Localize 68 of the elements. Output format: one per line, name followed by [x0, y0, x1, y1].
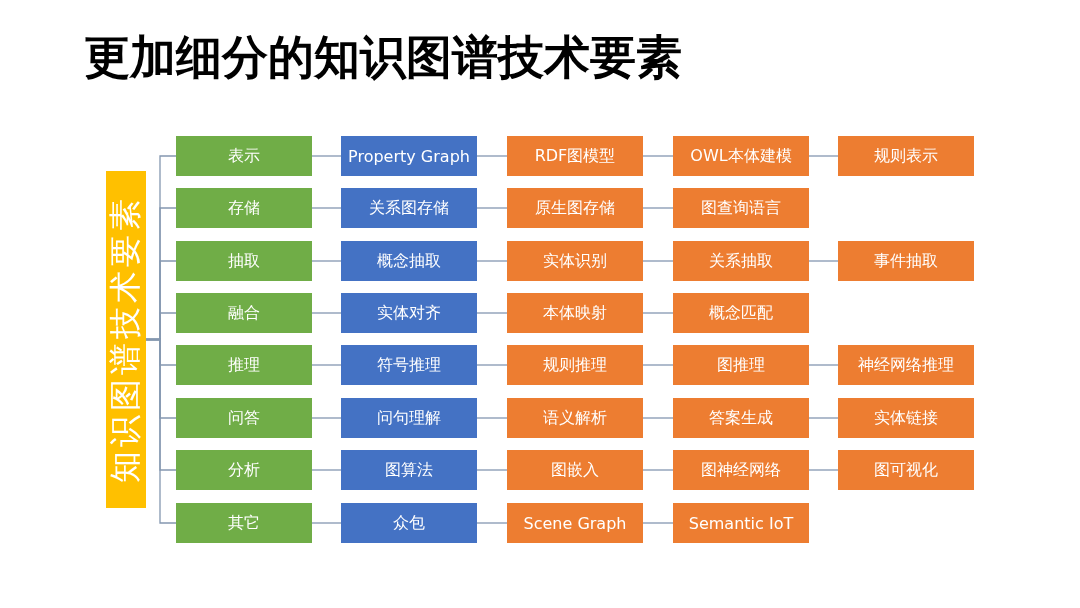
connector-line — [311, 522, 342, 524]
slide-title: 更加细分的知识图谱技术要素 — [84, 30, 682, 86]
technique-box: 原生图存储 — [507, 188, 643, 228]
technique-box: 语义解析 — [507, 398, 643, 438]
method-box: 符号推理 — [341, 345, 477, 385]
technique-box: 规则推理 — [507, 345, 643, 385]
connector-line — [476, 155, 508, 157]
method-box: Property Graph — [341, 136, 477, 176]
technique-box: 图嵌入 — [507, 450, 643, 490]
category-box: 推理 — [176, 345, 312, 385]
connector-line — [311, 312, 342, 314]
connector-line — [642, 260, 674, 262]
technique-box: 规则表示 — [838, 136, 974, 176]
connector-line — [311, 207, 342, 209]
technique-box: 事件抽取 — [838, 241, 974, 281]
technique-box: RDF图模型 — [507, 136, 643, 176]
connector-line — [642, 364, 674, 366]
connector-line — [476, 312, 508, 314]
technique-box: 图神经网络 — [673, 450, 809, 490]
method-box: 图算法 — [341, 450, 477, 490]
connector-line — [311, 364, 342, 366]
connector-line — [808, 364, 839, 366]
connector-line — [311, 469, 342, 471]
connector-line — [476, 364, 508, 366]
connector-line — [476, 469, 508, 471]
technique-box: 本体映射 — [507, 293, 643, 333]
technique-box: 神经网络推理 — [838, 345, 974, 385]
connector-line — [808, 469, 839, 471]
technique-box: 图查询语言 — [673, 188, 809, 228]
category-box: 分析 — [176, 450, 312, 490]
connector-line — [476, 260, 508, 262]
method-box: 关系图存储 — [341, 188, 477, 228]
category-box: 存储 — [176, 188, 312, 228]
connector-line — [642, 469, 674, 471]
category-box: 抽取 — [176, 241, 312, 281]
connector-line — [642, 207, 674, 209]
connector-line — [311, 155, 342, 157]
connector-line — [642, 417, 674, 419]
heading-bar: 知识图谱技术要素 — [106, 171, 146, 508]
method-box: 问句理解 — [341, 398, 477, 438]
connector-line — [642, 312, 674, 314]
connector-line — [311, 260, 342, 262]
method-box: 概念抽取 — [341, 241, 477, 281]
category-box: 其它 — [176, 503, 312, 543]
connector-line — [476, 207, 508, 209]
connector-line — [808, 417, 839, 419]
connector-line — [808, 260, 839, 262]
technique-box: Semantic IoT — [673, 503, 809, 543]
technique-box: 答案生成 — [673, 398, 809, 438]
connector-line — [476, 522, 508, 524]
method-box: 众包 — [341, 503, 477, 543]
connector-line — [642, 155, 674, 157]
technique-box: 图可视化 — [838, 450, 974, 490]
category-box: 表示 — [176, 136, 312, 176]
technique-box: OWL本体建模 — [673, 136, 809, 176]
connector-line — [311, 417, 342, 419]
connector-line — [476, 417, 508, 419]
connector-line — [642, 522, 674, 524]
technique-box: 关系抽取 — [673, 241, 809, 281]
category-box: 融合 — [176, 293, 312, 333]
category-box: 问答 — [176, 398, 312, 438]
technique-box: 概念匹配 — [673, 293, 809, 333]
technique-box: 实体识别 — [507, 241, 643, 281]
technique-box: 实体链接 — [838, 398, 974, 438]
method-box: 实体对齐 — [341, 293, 477, 333]
connector-line — [808, 155, 839, 157]
technique-box: Scene Graph — [507, 503, 643, 543]
technique-box: 图推理 — [673, 345, 809, 385]
